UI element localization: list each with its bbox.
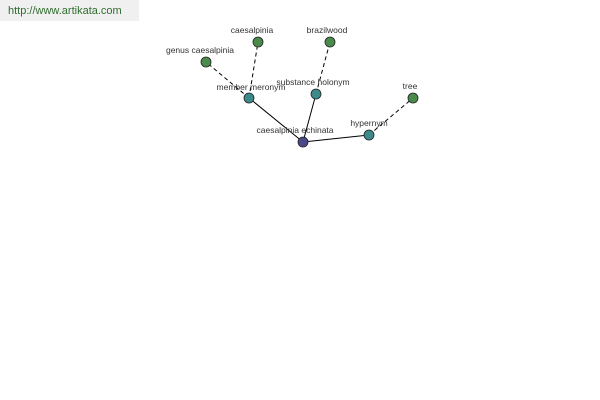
- node-substance[interactable]: [310, 88, 322, 100]
- edge-center-substance: [302, 93, 317, 143]
- edge-member-caesalpinia: [248, 41, 259, 99]
- node-genus[interactable]: [200, 56, 212, 68]
- node-label-caesalpinia[interactable]: caesalpinia: [231, 25, 274, 35]
- node-hypernym[interactable]: [363, 129, 375, 141]
- node-label-hypernym[interactable]: hypernym: [350, 118, 387, 128]
- edge-substance-brazilwood: [315, 41, 331, 95]
- site-url-link[interactable]: http://www.artikata.com: [8, 5, 122, 17]
- node-center[interactable]: [297, 136, 309, 148]
- graph-nodes: caesalpinia echinata member meronymsubsta…: [166, 25, 419, 148]
- node-label-brazilwood[interactable]: brazilwood: [307, 25, 348, 35]
- edge-center-member: [248, 97, 304, 143]
- edge-hypernym-tree: [368, 97, 414, 136]
- graph-edges: [205, 41, 414, 143]
- node-label-genus[interactable]: genus caesalpinia: [166, 45, 234, 55]
- node-brazilwood[interactable]: [324, 36, 336, 48]
- node-label-center[interactable]: caesalpinia echinata: [256, 125, 333, 135]
- node-member[interactable]: [243, 92, 255, 104]
- edge-member-genus: [205, 61, 250, 99]
- node-caesalpinia[interactable]: [252, 36, 264, 48]
- node-label-substance[interactable]: substance holonym: [276, 77, 349, 87]
- node-tree[interactable]: [407, 92, 419, 104]
- url-bar: http://www.artikata.com: [0, 0, 139, 21]
- node-label-tree[interactable]: tree: [403, 81, 418, 91]
- node-label-member[interactable]: member meronym: [217, 82, 286, 92]
- edge-center-hypernym: [302, 134, 370, 143]
